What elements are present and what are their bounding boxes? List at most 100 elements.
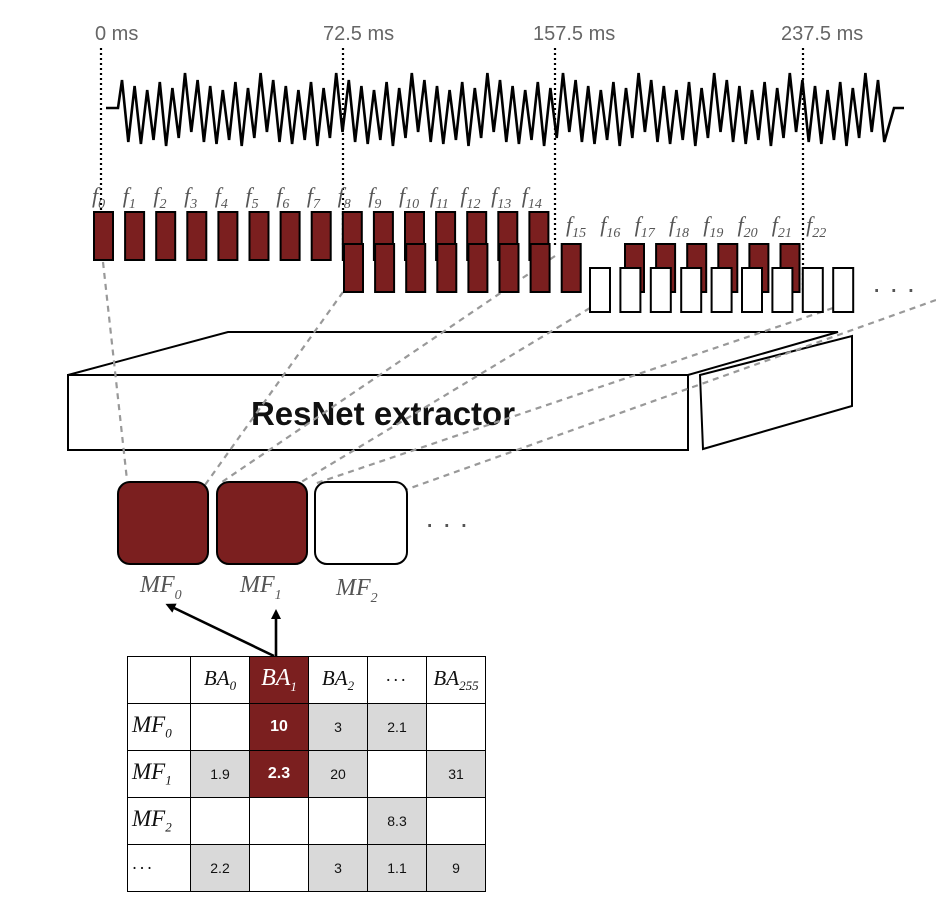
header-base: MF xyxy=(132,712,166,738)
matrix-cell: 1.1 xyxy=(367,844,427,892)
frame-box xyxy=(310,211,332,261)
frame-box xyxy=(771,267,794,313)
frame-box xyxy=(248,211,270,261)
frame-label-index: 14 xyxy=(528,197,542,212)
header-base: BA xyxy=(203,665,230,690)
frame-label-index: 17 xyxy=(641,226,656,241)
frame-label-prefix: f xyxy=(703,212,712,237)
frame-box xyxy=(405,243,427,293)
frame-label-index: 5 xyxy=(252,197,259,212)
mel-frame-label-0: MF0 xyxy=(139,572,182,603)
matrix-row-header: MF2 xyxy=(127,797,191,845)
matrix-cell xyxy=(426,703,486,751)
header-sub: 0 xyxy=(229,678,237,694)
frame-box xyxy=(801,267,824,313)
matrix-cell: 3 xyxy=(308,844,368,892)
time-label-1: 72.5 ms xyxy=(323,23,394,45)
matrix-row-header: MF1 xyxy=(127,750,191,798)
frame-label-prefix: f xyxy=(123,183,132,208)
header-sub: 2 xyxy=(347,678,355,694)
matrix-cell xyxy=(249,797,309,845)
mel-frame-1 xyxy=(216,481,308,565)
frame-label: f17 xyxy=(635,212,656,241)
frame-label-index: 1 xyxy=(129,197,136,212)
mel-frames-ellipsis: · · · xyxy=(425,508,469,539)
frame-box xyxy=(529,243,551,293)
matrix-cell xyxy=(249,844,309,892)
frame-label-index: 10 xyxy=(405,197,419,212)
frame-label: f20 xyxy=(738,212,758,241)
frame-label-prefix: f xyxy=(772,212,781,237)
matrix-cell: 8.3 xyxy=(367,797,427,845)
frame-label: f22 xyxy=(806,212,826,241)
frame-box xyxy=(710,267,733,313)
time-label-3: 237.5 ms xyxy=(781,23,863,45)
frame-label-index: 4 xyxy=(221,197,228,212)
matrix-row-header: ··· xyxy=(127,844,191,892)
time-label-2: 157.5 ms xyxy=(533,23,615,45)
mel-frame-label-index: 2 xyxy=(371,591,378,606)
header-sub: 1 xyxy=(165,772,172,788)
frame-box xyxy=(217,211,239,261)
matrix-cell: 2.1 xyxy=(367,703,427,751)
matrix-cell xyxy=(367,750,427,798)
frame-label: f21 xyxy=(772,212,792,241)
connector-line xyxy=(221,255,556,483)
matrix-cell: 9 xyxy=(426,844,486,892)
matrix-cell: 2.2 xyxy=(190,844,250,892)
frame-label: f3 xyxy=(184,183,197,212)
frame-label: f16 xyxy=(600,212,620,241)
frame-label-index: 11 xyxy=(436,197,449,212)
frame-label-index: 6 xyxy=(282,197,289,212)
connector-line xyxy=(404,298,936,492)
frame-label-index: 2 xyxy=(160,197,167,212)
header-sub: 255 xyxy=(459,678,479,694)
header-base: BA xyxy=(261,665,291,692)
mel-frame-label-prefix: MF xyxy=(139,572,175,598)
frame-label-prefix: f xyxy=(600,212,609,237)
frame-label-prefix: f xyxy=(738,212,747,237)
frame-label-index: 7 xyxy=(313,197,321,212)
matrix-row: MF2 8.3 xyxy=(127,797,486,845)
frame-label-index: 8 xyxy=(344,197,351,212)
frame-box xyxy=(124,211,146,261)
frame-label-prefix: f xyxy=(635,212,644,237)
frame-label-prefix: f xyxy=(491,183,500,208)
mel-frame-0 xyxy=(117,481,209,565)
frame-label: f0 xyxy=(92,183,105,212)
frame-label-prefix: f xyxy=(460,183,469,208)
frame-label-index: 0 xyxy=(98,197,105,212)
frame-box xyxy=(155,211,177,261)
matrix-col-header: ··· xyxy=(367,656,427,704)
frame-label-prefix: f xyxy=(399,183,408,208)
frame-box xyxy=(680,267,703,313)
frame-box xyxy=(93,211,114,261)
frame-label-index: 3 xyxy=(189,197,197,212)
frame-box xyxy=(649,267,672,313)
frame-box xyxy=(374,243,396,293)
header-base: MF xyxy=(132,759,166,785)
frame-label-index: 15 xyxy=(572,226,586,241)
frame-label: f9 xyxy=(368,183,381,212)
frame-label-index: 18 xyxy=(675,226,689,241)
frame-label-prefix: f xyxy=(338,183,347,208)
frame-label: f8 xyxy=(338,183,351,212)
audio-waveform xyxy=(106,72,904,147)
frame-label-prefix: f xyxy=(806,212,815,237)
frame-label: f18 xyxy=(669,212,689,241)
mel-frame-label-2: MF2 xyxy=(335,575,378,606)
extractor-label: ResNet extractor xyxy=(251,395,515,432)
frame-label: f7 xyxy=(307,183,321,212)
frame-label: f15 xyxy=(566,212,586,241)
frame-label: f2 xyxy=(153,183,166,212)
header-sub: 0 xyxy=(165,725,172,741)
arrow-to-mf0 xyxy=(165,603,275,658)
matrix-cell: 10 xyxy=(249,703,309,751)
frame-label: f11 xyxy=(430,183,449,212)
